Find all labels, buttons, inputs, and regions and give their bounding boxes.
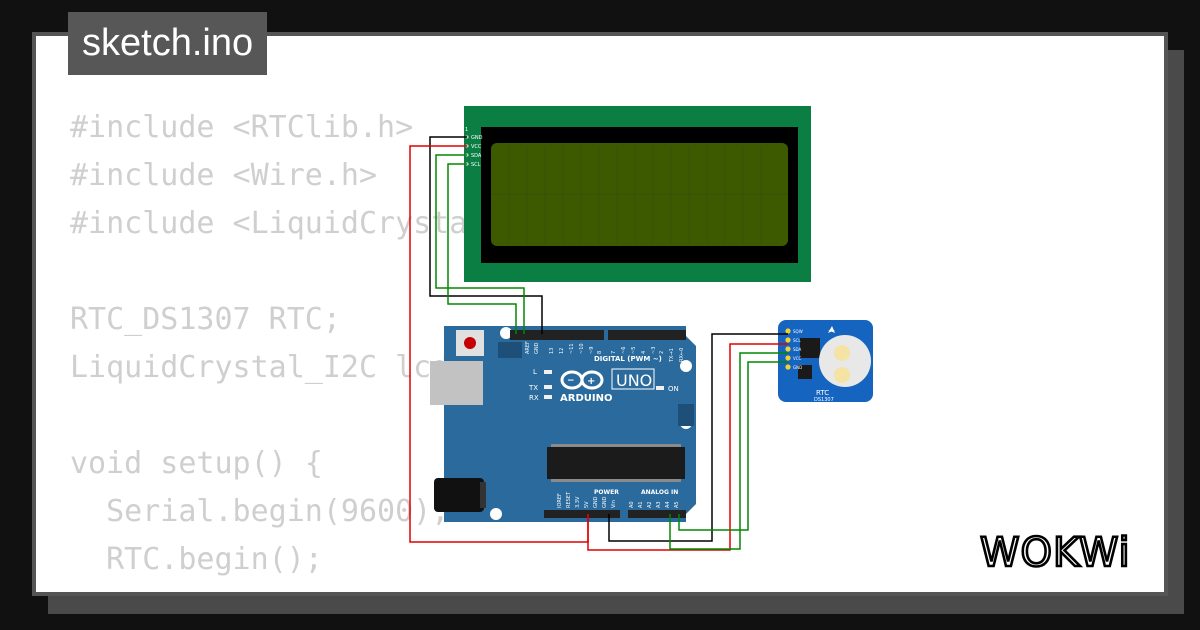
pin-label: Vin xyxy=(611,500,617,508)
pin-label: 7 xyxy=(611,351,617,354)
rtc-chip-label: DS1307 xyxy=(814,397,834,403)
wire-lcd-gnd[interactable] xyxy=(429,136,543,334)
pin-label: 2 xyxy=(659,351,665,354)
pin-label: A4 xyxy=(665,501,671,508)
coin-cell-holder xyxy=(819,335,871,387)
pin-label: ~11 xyxy=(569,343,575,354)
pin-label: IOREF xyxy=(557,493,563,508)
power-jack-rim xyxy=(480,482,486,508)
pin-label: ~6 xyxy=(621,347,627,354)
pin-label: ~5 xyxy=(631,347,637,354)
power-header-label: POWER xyxy=(594,489,619,496)
rtc-pin-label: VCC xyxy=(793,356,802,361)
led-rx-label: RX xyxy=(529,394,539,402)
pin-label: A3 xyxy=(656,501,662,508)
digital-header-left xyxy=(510,330,604,340)
pin-label: A0 xyxy=(629,501,635,508)
atmega-chip xyxy=(547,447,685,479)
pin-label: 8 xyxy=(597,351,603,354)
pin-label: GND xyxy=(593,496,599,508)
wire-rtc-gnd[interactable] xyxy=(608,333,788,542)
led-l-label: L xyxy=(533,368,537,376)
code-line: #include <RTClib.h> xyxy=(70,110,414,145)
pin-label: GND xyxy=(602,496,608,508)
pin-label: A2 xyxy=(647,501,653,508)
led-indicators xyxy=(544,370,664,399)
pin-label: TX→1 xyxy=(669,348,675,363)
pin-label: ~10 xyxy=(579,343,585,354)
digital-header-right xyxy=(608,330,686,340)
wokwi-logo[interactable]: WOKWi xyxy=(976,520,1152,580)
pin-label: 3.3V xyxy=(575,496,581,508)
pin-label: GND xyxy=(534,342,540,354)
rtc-pin-label: SDA xyxy=(793,347,802,352)
pin-label: A1 xyxy=(638,501,644,508)
led-on-label: ON xyxy=(668,385,679,393)
battery-contact-icon xyxy=(834,345,850,361)
logo-minus: − xyxy=(567,376,575,386)
lcd-display[interactable]: 1 GND VCC SDA SCL xyxy=(464,106,811,282)
adafruit-flower-icon xyxy=(828,326,835,333)
lcd-pin-label: GND xyxy=(471,135,483,141)
logo-plus: + xyxy=(587,376,595,387)
rtc-ds1307-module[interactable]: SQW SCL SDA VCC GND RTC DS1307 xyxy=(778,320,873,403)
lcd-pin-label: 1 xyxy=(465,127,468,133)
lcd-pin-label: SCL xyxy=(471,162,481,168)
wire-rtc-scl[interactable] xyxy=(678,361,788,531)
code-line: Serial.begin(9600); xyxy=(70,494,450,529)
arduino-uno-board[interactable]: AREF GND 13 12 ~11 ~10 ~9 8 7 ~6 ~5 4 ~3… xyxy=(430,326,696,522)
right-header-pins xyxy=(678,404,694,426)
code-line: RTC.begin(); xyxy=(70,542,323,577)
pin-label: RESET xyxy=(566,491,572,508)
lcd-character-grid xyxy=(491,146,788,243)
pin-label: 5V xyxy=(584,501,590,508)
lcd-pin-label: SDA xyxy=(471,153,482,159)
wire-lcd-sda[interactable] xyxy=(435,154,525,334)
digital-header-label: DIGITAL (PWM ~) xyxy=(594,355,662,363)
wokwi-logo-text: WOKWi xyxy=(980,530,1131,576)
code-line: RTC.adjust(DateTime(2024,12,24,10,10,00)… xyxy=(70,584,865,592)
rtc-chip xyxy=(800,338,820,358)
pin-label: ~3 xyxy=(651,347,657,354)
arduino-model: UNO xyxy=(616,371,652,390)
wire-lcd-scl[interactable] xyxy=(447,163,517,334)
chip-legs xyxy=(551,444,681,482)
arduino-brand: ARDUINO xyxy=(560,393,612,404)
wiring xyxy=(409,136,788,551)
battery-contact-icon xyxy=(834,367,850,383)
icsp-header xyxy=(498,342,522,358)
rtc-pin-label: GND xyxy=(793,365,802,370)
model-box xyxy=(611,368,655,390)
rtc-label: RTC xyxy=(816,389,829,397)
pin-label: 13 xyxy=(549,348,555,354)
file-title-tab[interactable]: sketch.ino xyxy=(68,12,268,75)
rtc-pin-label: SQW xyxy=(793,329,803,334)
rtc-crystal xyxy=(798,365,812,379)
pin-label: AREF xyxy=(525,341,531,354)
arduino-logo-icon xyxy=(560,370,604,390)
code-line: RTC_DS1307 RTC; xyxy=(70,302,341,337)
reset-button-cap[interactable] xyxy=(464,337,476,349)
code-line: #include <Wire.h> xyxy=(70,158,378,193)
rtc-pins[interactable] xyxy=(785,328,791,370)
analog-header-label: ANALOG IN xyxy=(641,489,678,496)
power-header xyxy=(544,510,620,518)
analog-header xyxy=(628,510,686,518)
usb-port xyxy=(430,361,483,405)
pin-label: RX←0 xyxy=(679,348,685,362)
lcd-pin-label: VCC xyxy=(471,144,482,150)
code-line: void setup() { xyxy=(70,446,323,481)
led-tx-label: TX xyxy=(528,384,538,392)
wire-rtc-vcc[interactable] xyxy=(587,343,788,551)
pin-label: 4 xyxy=(641,351,647,354)
pin-label: A5 xyxy=(674,501,680,508)
pin-label: 12 xyxy=(559,348,565,354)
wire-rtc-sda[interactable] xyxy=(669,352,788,550)
rtc-pin-label: SCL xyxy=(793,338,801,343)
pin-label: ~9 xyxy=(589,347,595,354)
power-jack xyxy=(434,478,484,512)
